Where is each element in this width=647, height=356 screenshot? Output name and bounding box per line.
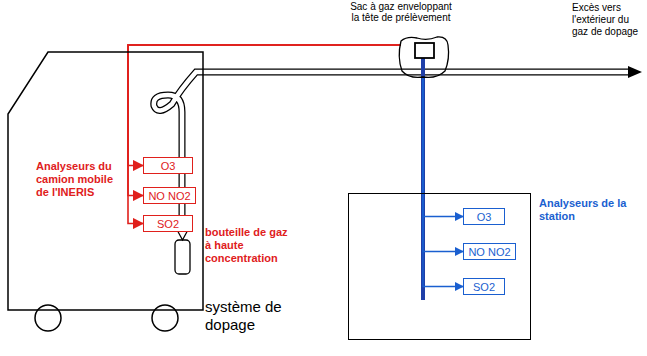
note-text: Excès vers l'extérieur du gaz de dopage — [572, 2, 646, 38]
analyzer-name: SO2 — [473, 281, 495, 293]
analyzer-box: O3 — [143, 157, 193, 174]
caption-text: système de dopage — [205, 298, 315, 334]
sampling-head — [415, 43, 434, 58]
truck-wheel — [35, 305, 61, 331]
connector — [423, 77, 463, 252]
bag-label: Sac à gaz enveloppant la tête de prélève… — [345, 1, 457, 23]
connector — [128, 45, 401, 224]
station-label: Analyseurs de la station — [539, 197, 631, 223]
gas-pipe — [154, 66, 642, 228]
station-box: Analyseurs de la stationO3NO NO2SO2 — [348, 193, 531, 340]
truck-label: Analyseurs du camion mobile de l'INERIS — [36, 160, 122, 199]
connector — [423, 77, 463, 217]
mobile-truck: Analyseurs du camion mobile de l'INERIS O… — [8, 52, 203, 310]
analyzer-box: SO2 — [463, 278, 505, 295]
gas-bottle — [175, 228, 190, 274]
connector — [128, 45, 401, 166]
analyzer-name: SO2 — [157, 218, 179, 230]
truck-outline — [8, 52, 203, 310]
gas-bag: Sac à gaz enveloppant la tête de prélève… — [345, 0, 460, 80]
analyzer-box: O3 — [463, 208, 505, 225]
analyzer-name: NO NO2 — [468, 246, 510, 258]
truck-wheel — [152, 305, 178, 331]
gas-bag-outline — [399, 37, 448, 78]
analyzer-box: SO2 — [143, 215, 193, 232]
analyzer-box: NO NO2 — [463, 243, 516, 260]
gas-bag-outline — [397, 35, 451, 79]
analyzer-box: NO NO2 — [143, 187, 196, 204]
analyzer-name: O3 — [477, 211, 492, 223]
analyzer-name: NO NO2 — [148, 190, 190, 202]
analyzer-name: O3 — [161, 160, 176, 172]
gas-bag-shape — [397, 35, 451, 79]
bottle-label: bouteille de gaz à haute concentration — [205, 226, 291, 265]
connector — [423, 77, 463, 287]
connector — [128, 45, 401, 196]
